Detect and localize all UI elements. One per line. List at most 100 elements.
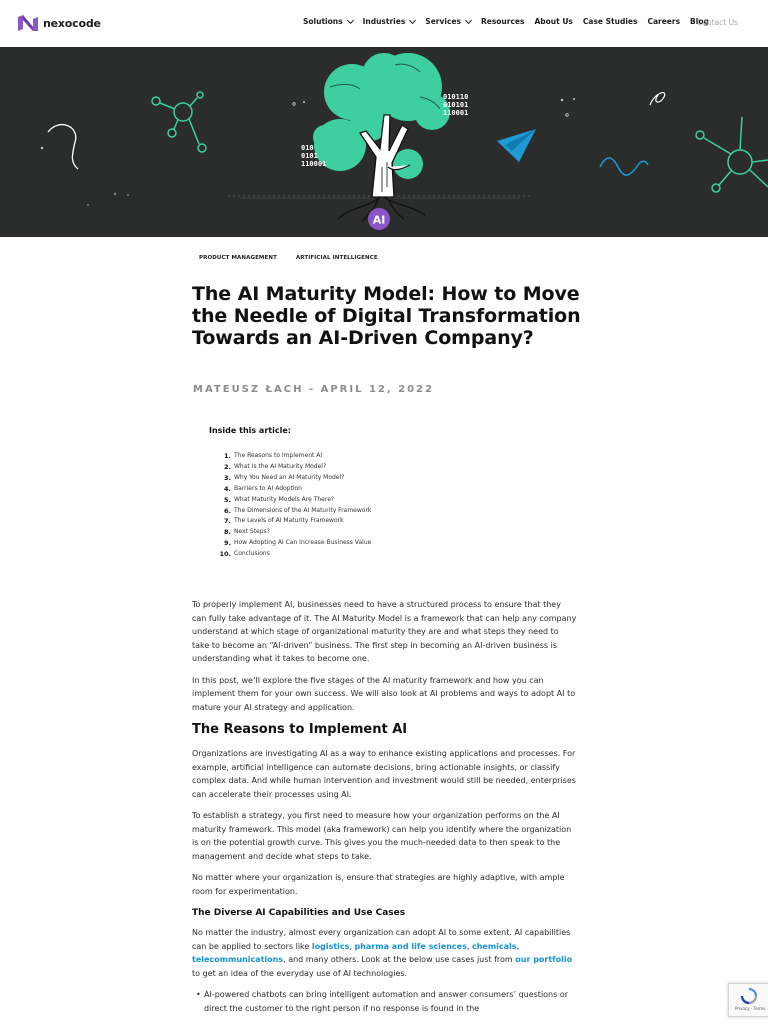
brand-name: nexocode (43, 16, 101, 30)
logistics-link[interactable]: logistics (311, 941, 350, 951)
section-heading: The Reasons to Implement AI (192, 722, 408, 737)
paragraph: No matter where your organization is, en… (192, 873, 565, 896)
hero-artwork: AI 010110 010101 110001 010 0101 110001 (40, 53, 768, 230)
toc-number: 8. (224, 528, 231, 537)
ai-badge-icon (368, 208, 390, 230)
paragraph: To establish a strategy, you first need … (192, 811, 572, 861)
paragraph: To properly implement AI, businesses nee… (192, 600, 577, 663)
telecommunications-link[interactable]: telecommunications (192, 955, 284, 964)
binary-line: 010101 (443, 101, 468, 109)
toc-number: 6. (224, 506, 231, 515)
curl-right-icon (649, 92, 666, 106)
contact-us-link[interactable]: Contact Us (697, 18, 738, 27)
main-nav: Solutions Industries Services Resources … (303, 16, 719, 26)
text-run: , (466, 941, 472, 951)
tree-canopy (313, 53, 450, 179)
molecule-right-icon (695, 116, 768, 193)
ai-badge-text: AI (373, 214, 386, 227)
toc-item[interactable]: 6.The Dimensions of the AI Maturity Fram… (217, 506, 371, 517)
swirl-left-icon (47, 123, 79, 170)
recaptcha-badge[interactable]: Privacy - Terms (728, 983, 768, 1017)
binary-left: 010 0101 110001 (301, 144, 326, 168)
paragraph: In this post, we’ll explore the five sta… (192, 675, 576, 712)
list-item: •AI-powered chatbots can bring intellige… (196, 988, 577, 1015)
paper-plane-icon (497, 129, 536, 162)
toc-number: 10. (219, 550, 231, 559)
toc-link[interactable]: The Levels of AI Maturity Framework (234, 517, 344, 525)
toc-number: 3. (224, 473, 231, 482)
squiggle-icon (599, 157, 649, 176)
text-run: , and many others. Look at the below use… (283, 955, 516, 964)
paragraph-with-links: No matter the industry, almost every org… (192, 926, 577, 980)
nav-blog[interactable]: Blog (690, 17, 709, 26)
toc-link[interactable]: What Is the AI Maturity Model? (234, 462, 327, 470)
use-case-list: •AI-powered chatbots can bring intellige… (196, 988, 577, 1015)
paragraph: Organizations are investigating AI as a … (192, 749, 576, 799)
toc-item[interactable]: 5.What Maturity Models Are There? (217, 495, 371, 506)
article-body: To properly implement AI, businesses nee… (192, 598, 577, 1015)
toc-number: 5. (224, 495, 231, 504)
toc-link[interactable]: Conclusions (234, 550, 270, 558)
toc-link[interactable]: What Maturity Models Are There? (234, 495, 335, 503)
list-item-text: AI-powered chatbots can bring intelligen… (204, 990, 569, 1013)
nav-solutions[interactable]: Solutions (303, 16, 354, 26)
chevron-down-icon (409, 16, 417, 24)
tag-artificial-intelligence[interactable]: ARTIFICIAL INTELLIGENCE (295, 255, 378, 261)
subsection-heading: The Diverse AI Capabilities and Use Case… (192, 908, 406, 918)
toc-link[interactable]: Barriers to AI Adoption (234, 484, 302, 492)
article-tags: PRODUCT MANAGEMENT ARTIFICIAL INTELLIGEN… (199, 255, 378, 261)
nav-careers[interactable]: Careers (647, 17, 681, 26)
nav-about-us[interactable]: About Us (534, 17, 573, 26)
toc-number: 9. (224, 539, 231, 548)
site-header: nexocode Solutions Industries Services R… (0, 0, 768, 47)
nexocode-logo-icon (18, 15, 38, 31)
toc-item[interactable]: 4.Barriers to AI Adoption (217, 484, 371, 495)
toc-number: 1. (224, 452, 231, 460)
toc-item[interactable]: 9.How Adopting AI Can Increase Business … (217, 538, 371, 549)
text-run: No matter the industry, almost every org… (192, 928, 571, 951)
binary-line: 010 (301, 144, 314, 152)
binary-line: 0101 (301, 152, 318, 160)
binary-line: 010110 (443, 93, 468, 101)
chemicals-link[interactable]: chemicals (471, 941, 517, 951)
text-run: , (516, 941, 520, 951)
toc-link[interactable]: The Dimensions of the AI Maturity Framew… (234, 506, 372, 514)
toc-item[interactable]: 2.What Is the AI Maturity Model? (217, 462, 371, 473)
toc-link[interactable]: Next Steps? (234, 528, 270, 536)
toc-item[interactable]: 10.Conclusions (217, 549, 371, 560)
nav-label: Industries (362, 17, 406, 26)
nav-resources[interactable]: Resources (480, 17, 525, 26)
toc-item[interactable]: 7.The Levels of AI Maturity Framework (217, 516, 371, 527)
toc-item[interactable]: 8.Next Steps? (217, 527, 371, 538)
nav-label: Solutions (303, 17, 343, 26)
table-of-contents: 1.The Reasons to Implement AI 2.What Is … (217, 451, 371, 560)
hero-illustration: AI 010110 010101 110001 010 0101 110001 (0, 47, 768, 237)
bullet-icon: • (196, 990, 201, 999)
binary-line: 110001 (443, 109, 468, 117)
toc-heading: Inside this article: (209, 426, 291, 435)
toc-link[interactable]: The Reasons to Implement AI (234, 452, 323, 459)
binary-line: 110001 (301, 160, 326, 168)
toc-item[interactable]: 1.The Reasons to Implement AI (217, 451, 371, 462)
toc-link[interactable]: Why You Need an AI Maturity Model? (234, 473, 345, 481)
toc-item[interactable]: 3.Why You Need an AI Maturity Model? (217, 473, 371, 484)
text-run: , (349, 941, 355, 951)
nav-services[interactable]: Services (425, 16, 472, 26)
roots (337, 196, 426, 223)
pharma-link[interactable]: pharma and life sciences (354, 941, 467, 951)
nav-case-studies[interactable]: Case Studies (582, 17, 638, 26)
nav-industries[interactable]: Industries (362, 16, 417, 26)
binary-right: 010110 010101 110001 (443, 93, 468, 117)
toc-number: 4. (224, 484, 231, 493)
tree-trunk (358, 114, 409, 198)
portfolio-link[interactable]: our portfolio (515, 955, 573, 964)
molecule-left-icon (151, 91, 207, 153)
chevron-down-icon (346, 16, 354, 24)
recaptcha-text[interactable]: Privacy - Terms (735, 1006, 766, 1011)
nav-label: Services (425, 17, 461, 26)
toc-number: 2. (224, 462, 231, 471)
article-title: The AI Maturity Model: How to Move the N… (192, 283, 581, 349)
logo[interactable]: nexocode (17, 14, 101, 32)
tag-product-management[interactable]: PRODUCT MANAGEMENT (199, 255, 277, 261)
toc-link[interactable]: How Adopting AI Can Increase Business Va… (234, 539, 372, 547)
